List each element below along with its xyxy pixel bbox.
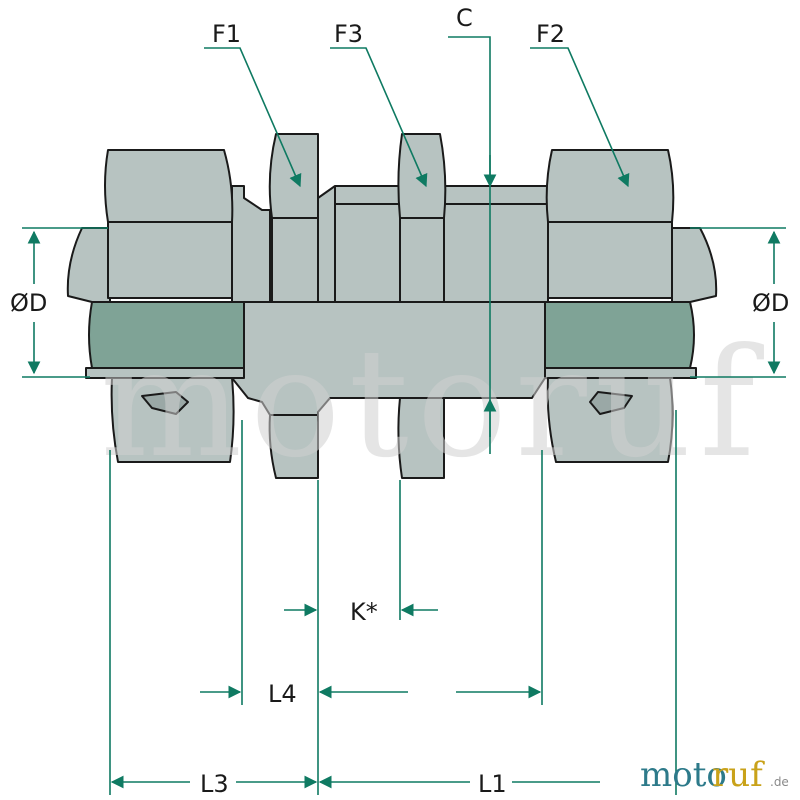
motoruf-logo: moto ruf .de	[640, 755, 789, 795]
fitting-body	[66, 133, 718, 479]
label-f3: F3	[334, 20, 363, 48]
label-f2: F2	[536, 20, 565, 48]
left-cone	[66, 227, 111, 303]
label-l3: L3	[200, 770, 229, 798]
left-nut	[104, 149, 234, 299]
right-nut	[545, 149, 675, 299]
label-od-left: ØD	[10, 289, 47, 317]
upper-collar	[231, 185, 271, 303]
f3-hex-bottom	[397, 397, 445, 479]
label-k: K*	[350, 598, 378, 626]
label-l1: L1	[478, 770, 507, 798]
right-ferrule	[589, 391, 633, 415]
logo-part1: moto	[640, 755, 727, 795]
label-f1: F1	[212, 20, 241, 48]
right-cone	[671, 227, 718, 303]
logo-part2: ruf	[712, 755, 765, 795]
logo-suffix: .de	[770, 775, 789, 789]
label-od-right: ØD	[752, 289, 789, 317]
label-l4: L4	[268, 680, 297, 708]
watermark: motoruf	[100, 317, 764, 491]
left-nut-bottom	[110, 377, 235, 463]
f1-hex-bottom	[268, 414, 319, 479]
left-ferrule	[141, 391, 189, 415]
dimension-lines	[22, 36, 786, 795]
label-c: C	[456, 4, 473, 32]
right-nut-bottom	[546, 377, 674, 463]
